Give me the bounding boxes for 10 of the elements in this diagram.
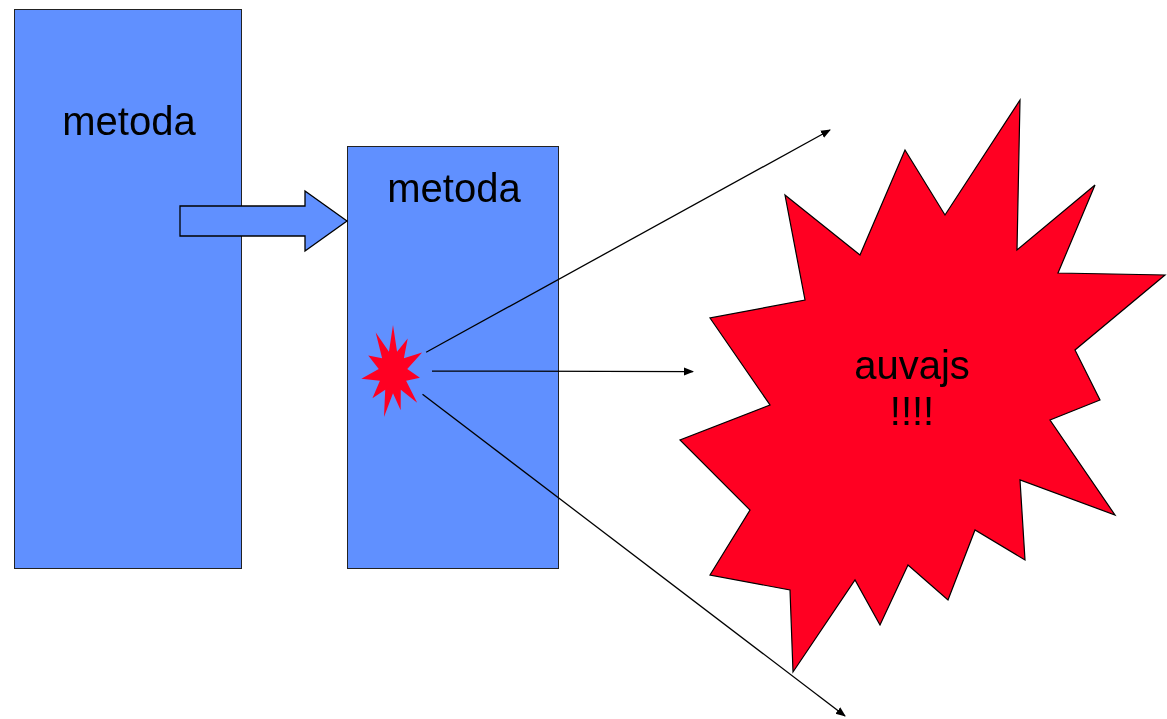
explosion-shape <box>680 100 1167 672</box>
arrow <box>421 393 846 717</box>
exception-label: auvajs !!!! <box>853 342 971 434</box>
arrow <box>431 367 694 376</box>
method-label: metoda <box>61 98 197 144</box>
arrow <box>425 129 831 353</box>
method-label: metoda <box>386 165 522 211</box>
method-box <box>347 146 559 569</box>
method-box <box>14 9 242 569</box>
block-arrow <box>179 189 349 253</box>
